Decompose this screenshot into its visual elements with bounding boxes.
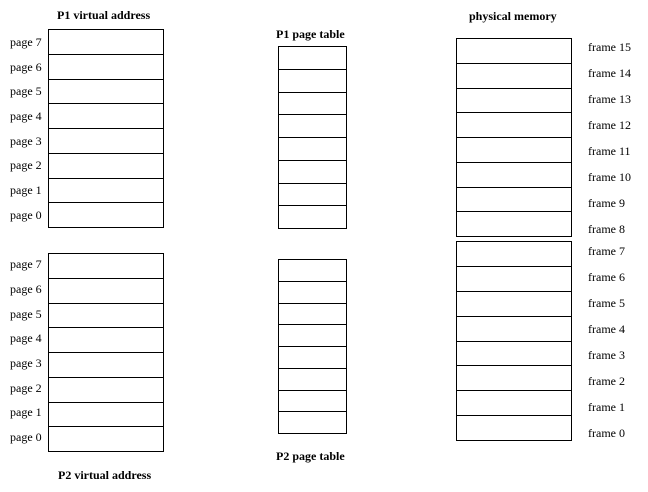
p2-page-table bbox=[278, 259, 347, 434]
frame-label: frame 4 bbox=[588, 322, 625, 336]
physical-memory-upper-block bbox=[456, 38, 572, 237]
physical-frame-slot bbox=[457, 212, 571, 236]
p2-page-slot bbox=[49, 328, 163, 353]
p1-page-slot bbox=[49, 80, 163, 105]
p1-page-table-entry bbox=[279, 70, 346, 93]
physical-frame-slot bbox=[457, 292, 571, 317]
frame-label: frame 14 bbox=[588, 66, 631, 80]
physical-frame-slot bbox=[457, 188, 571, 213]
p2-page-slot bbox=[49, 254, 163, 279]
p2-page-table-entry bbox=[279, 391, 346, 413]
p2-page-table-entry bbox=[279, 282, 346, 304]
frame-label: frame 5 bbox=[588, 296, 625, 310]
physical-frame-slot bbox=[457, 342, 571, 367]
p2-page-label: page 7 bbox=[10, 257, 42, 271]
p2-page-table-entry bbox=[279, 347, 346, 369]
p2-page-table-entry bbox=[279, 369, 346, 391]
p2-page-table-entry bbox=[279, 325, 346, 347]
physical-frame-slot bbox=[457, 366, 571, 392]
p1-page-slot bbox=[49, 129, 163, 154]
physical-frame-slot bbox=[457, 242, 571, 267]
physical-frame-slot bbox=[457, 391, 571, 417]
p2-page-table-entry bbox=[279, 412, 346, 433]
frame-label: frame 15 bbox=[588, 40, 631, 54]
physical-frame-slot bbox=[457, 416, 571, 440]
p1-page-slot bbox=[49, 55, 163, 80]
p2-page-slot bbox=[49, 279, 163, 304]
p1-page-table-entry bbox=[279, 161, 346, 184]
frame-label: frame 7 bbox=[588, 244, 625, 258]
physical-frame-slot bbox=[457, 163, 571, 188]
p1-page-table-entry bbox=[279, 93, 346, 116]
p1-page-label: page 6 bbox=[10, 60, 42, 74]
p2-page-label: page 2 bbox=[10, 381, 42, 395]
physical-frame-slot bbox=[457, 138, 571, 163]
p2-page-label: page 6 bbox=[10, 282, 42, 296]
p1-page-label: page 0 bbox=[10, 208, 42, 222]
physical-frame-slot bbox=[457, 113, 571, 138]
p1-page-table bbox=[278, 46, 347, 229]
frame-label: frame 8 bbox=[588, 222, 625, 236]
physical-frame-slot bbox=[457, 89, 571, 114]
p1-virtual-address-space bbox=[48, 29, 164, 228]
frame-label: frame 3 bbox=[588, 348, 625, 362]
p1-page-slot bbox=[49, 30, 163, 55]
physical-frame-slot bbox=[457, 267, 571, 292]
physical-memory-lower-block bbox=[456, 241, 572, 441]
p2-page-slot bbox=[49, 304, 163, 329]
frame-label: frame 0 bbox=[588, 426, 625, 440]
frame-label: frame 10 bbox=[588, 170, 631, 184]
p2-page-slot bbox=[49, 378, 163, 403]
p1-virtual-address-title: P1 virtual address bbox=[57, 8, 151, 22]
p1-page-label: page 4 bbox=[10, 109, 42, 123]
frame-label: frame 11 bbox=[588, 144, 631, 158]
p2-page-slot bbox=[49, 403, 163, 428]
p1-page-table-entry bbox=[279, 47, 346, 70]
p1-page-slot bbox=[49, 179, 163, 204]
p2-page-label: page 0 bbox=[10, 430, 42, 444]
p2-page-table-title: P2 page table bbox=[276, 449, 345, 463]
p1-page-table-entry bbox=[279, 184, 346, 207]
frame-label: frame 6 bbox=[588, 270, 625, 284]
p1-page-table-title: P1 page table bbox=[276, 27, 345, 41]
physical-frame-slot bbox=[457, 317, 571, 342]
p1-page-label: page 1 bbox=[10, 183, 42, 197]
p1-page-table-entry bbox=[279, 206, 346, 228]
frame-label: frame 2 bbox=[588, 374, 625, 388]
p2-page-slot bbox=[49, 427, 163, 451]
p2-page-label: page 5 bbox=[10, 307, 42, 321]
frame-label: frame 1 bbox=[588, 400, 625, 414]
p2-virtual-address-title: P2 virtual address bbox=[58, 468, 152, 482]
physical-frame-slot bbox=[457, 39, 571, 64]
p1-page-label: page 3 bbox=[10, 134, 42, 148]
p1-page-label: page 2 bbox=[10, 158, 42, 172]
p1-page-table-entry bbox=[279, 115, 346, 138]
p2-page-label: page 3 bbox=[10, 356, 42, 370]
physical-memory-title: physical memory bbox=[469, 9, 557, 23]
p2-virtual-address-space bbox=[48, 253, 164, 452]
p1-page-label: page 5 bbox=[10, 84, 42, 98]
p2-page-table-entry bbox=[279, 304, 346, 326]
p2-page-label: page 4 bbox=[10, 331, 42, 345]
frame-label: frame 9 bbox=[588, 196, 625, 210]
frame-label: frame 12 bbox=[588, 118, 631, 132]
frame-label: frame 13 bbox=[588, 92, 631, 106]
p1-page-table-entry bbox=[279, 138, 346, 161]
p1-page-slot bbox=[49, 104, 163, 129]
p2-page-table-entry bbox=[279, 260, 346, 282]
p1-page-slot bbox=[49, 203, 163, 227]
p2-page-label: page 1 bbox=[10, 405, 42, 419]
physical-frame-slot bbox=[457, 64, 571, 89]
p1-page-slot bbox=[49, 154, 163, 179]
p1-page-label: page 7 bbox=[10, 35, 42, 49]
p2-page-slot bbox=[49, 353, 163, 378]
